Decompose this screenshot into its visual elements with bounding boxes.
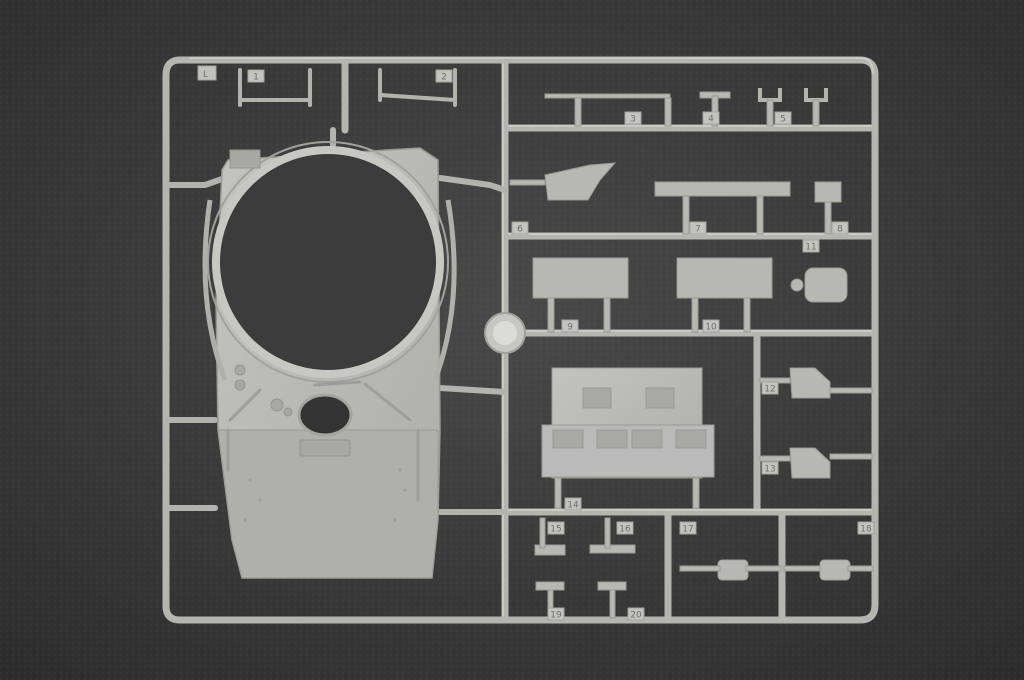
part-number: 13 xyxy=(764,465,775,475)
sprue-letter-tag: L xyxy=(197,65,217,81)
part-number-tag: 17 xyxy=(679,521,697,535)
part-number-tag: 7 xyxy=(689,221,707,235)
part-number: 11 xyxy=(805,243,816,253)
part-number-tag: 16 xyxy=(616,521,634,535)
sprue-runners xyxy=(162,56,879,624)
part-number-tag: 19 xyxy=(547,607,565,621)
part-number-tag: 8 xyxy=(831,221,849,235)
part-number: 1 xyxy=(253,73,259,83)
part-number-tag: 20 xyxy=(627,607,645,621)
part-number-tag: 3 xyxy=(624,111,642,125)
part-number: 15 xyxy=(550,525,561,535)
part-number: 5 xyxy=(780,115,786,125)
small-parts xyxy=(509,88,874,619)
sprue-hub xyxy=(484,312,526,354)
part-number-tag: 14 xyxy=(564,497,582,511)
part-number-tag: 12 xyxy=(761,381,779,395)
sprue-letter: L xyxy=(203,70,208,80)
part-number-tag: 2 xyxy=(435,69,453,83)
part-number-tag: 4 xyxy=(702,111,720,125)
part-number: 17 xyxy=(682,525,693,535)
part-number: 18 xyxy=(860,525,872,535)
part-number-tag: 10 xyxy=(702,319,720,333)
part-number-tag: 18 xyxy=(857,521,875,535)
hull-deck-part xyxy=(165,127,508,579)
part-number: 6 xyxy=(517,225,523,235)
part-number: 12 xyxy=(764,385,775,395)
part-number: 20 xyxy=(630,611,642,621)
part-number: 7 xyxy=(695,225,701,235)
part-number: 14 xyxy=(567,501,579,511)
part-number-tag: 5 xyxy=(774,111,792,125)
part-number: 2 xyxy=(441,73,447,83)
part-number-tag: 1 xyxy=(247,69,265,83)
part-number-tag: 6 xyxy=(511,221,529,235)
part-number: 8 xyxy=(837,225,843,235)
part-number-tag: 15 xyxy=(547,521,565,535)
part-number: 9 xyxy=(567,323,573,333)
part-number-tag: 13 xyxy=(761,461,779,475)
part-number-tag: 9 xyxy=(561,319,579,333)
part-number: 10 xyxy=(705,323,717,333)
part-number: 3 xyxy=(630,115,636,125)
part-number-tag: 11 xyxy=(802,239,820,253)
parts-1-2 xyxy=(238,68,457,107)
part-number: 4 xyxy=(708,115,714,125)
part-number: 19 xyxy=(550,611,562,621)
part-number: 16 xyxy=(619,525,631,535)
